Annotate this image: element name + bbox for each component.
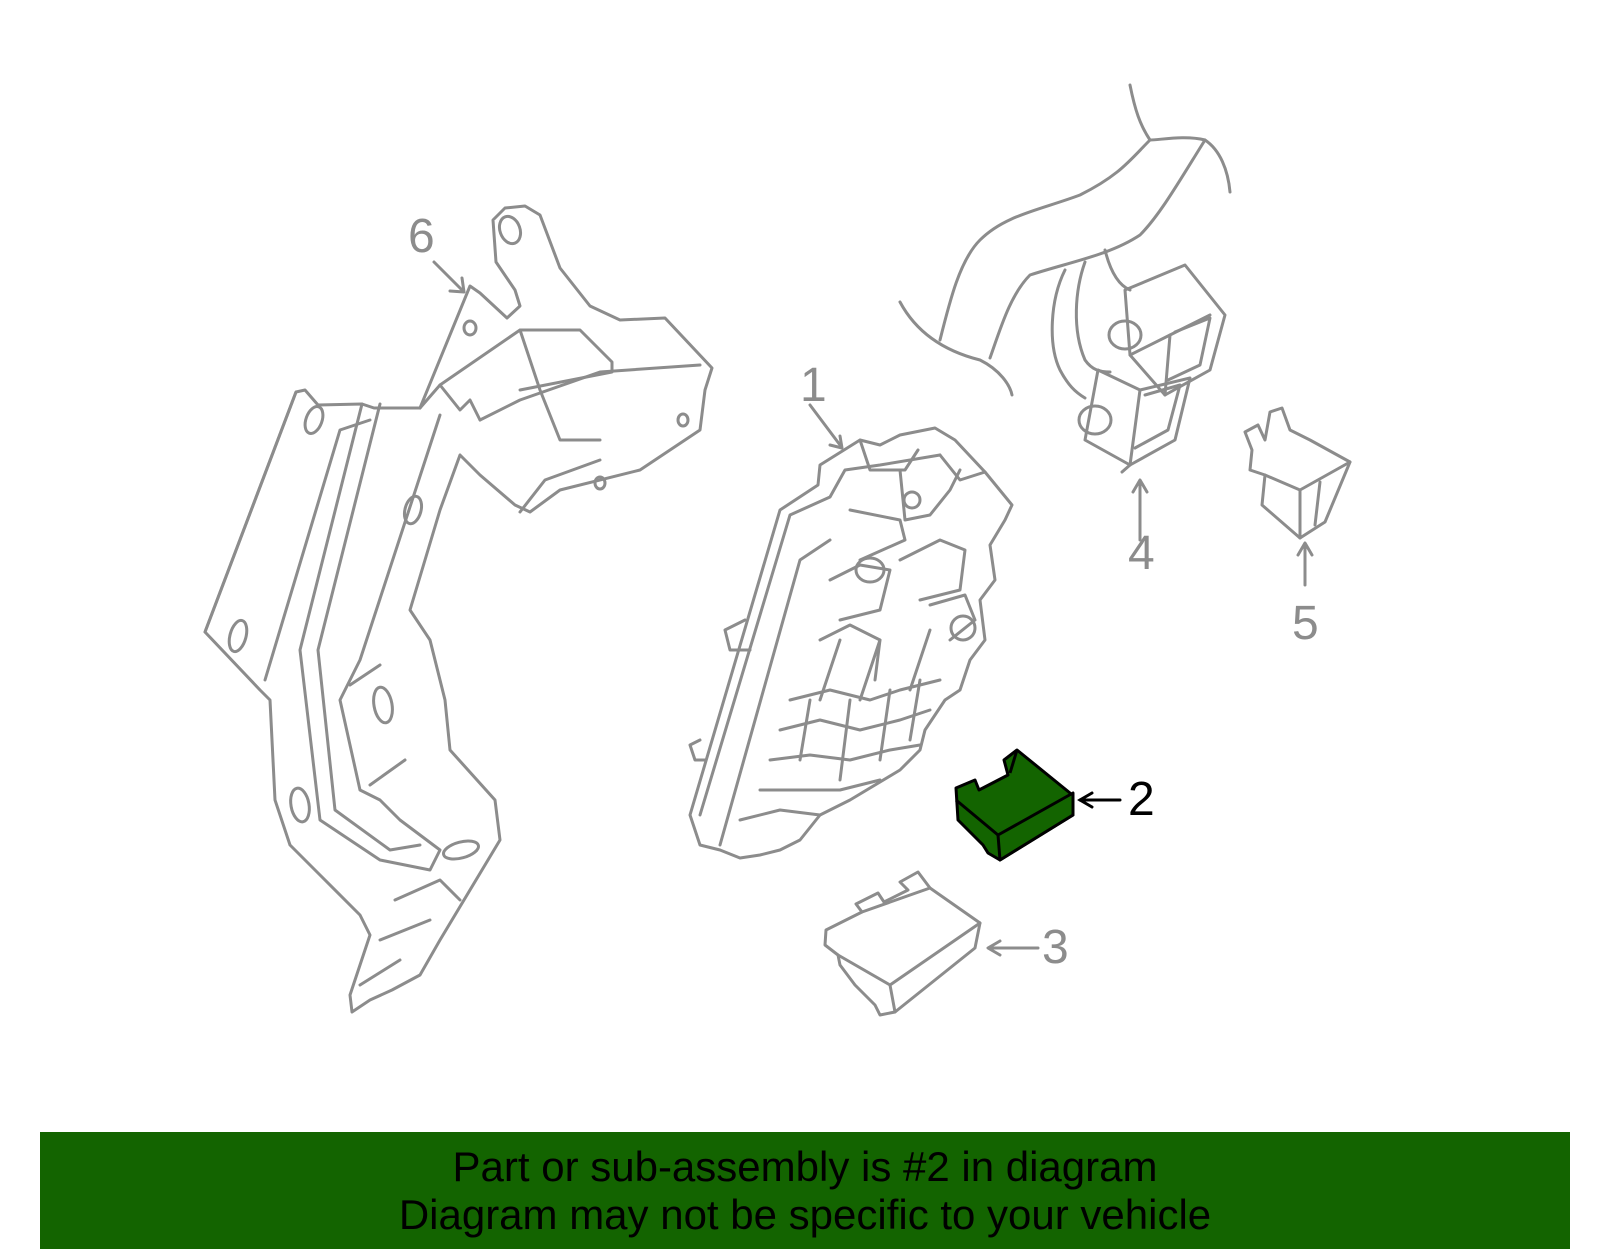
leader-arrows <box>432 260 1314 957</box>
callout-5[interactable]: 5 <box>1292 597 1319 650</box>
callout-1[interactable]: 1 <box>800 359 827 412</box>
part-2-fuse-highlighted[interactable] <box>954 748 1075 862</box>
info-banner: Part or sub-assembly is #2 in diagram Di… <box>40 1132 1570 1249</box>
callout-2[interactable]: 2 <box>1128 773 1155 826</box>
leader-arrow-2 <box>1077 791 1122 809</box>
banner-line-1: Part or sub-assembly is #2 in diagram <box>452 1142 1158 1190</box>
part-5-relay[interactable] <box>1243 406 1352 540</box>
callout-4[interactable]: 4 <box>1128 527 1155 580</box>
part-3-fuse[interactable] <box>823 870 982 1017</box>
callout-6[interactable]: 6 <box>408 210 435 263</box>
callout-3[interactable]: 3 <box>1042 921 1069 974</box>
banner-line-2: Diagram may not be specific to your vehi… <box>398 1190 1212 1238</box>
part-6-bracket[interactable] <box>203 204 714 1014</box>
part-4-wiring-harness[interactable] <box>898 83 1232 474</box>
part-1-junction-box[interactable] <box>688 426 1014 860</box>
